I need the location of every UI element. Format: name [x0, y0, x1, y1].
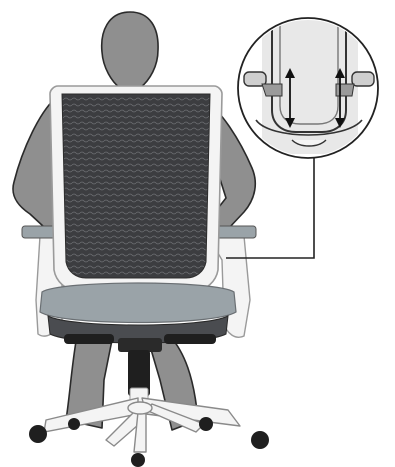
detail-inset [238, 10, 378, 158]
caster-4 [251, 431, 269, 449]
caster-2 [68, 418, 80, 430]
caster-3 [199, 417, 213, 431]
person-head [102, 12, 158, 88]
mesh-panel [62, 94, 210, 278]
caster-5 [131, 453, 145, 467]
backrest [50, 86, 222, 292]
caster-1 [29, 425, 47, 443]
